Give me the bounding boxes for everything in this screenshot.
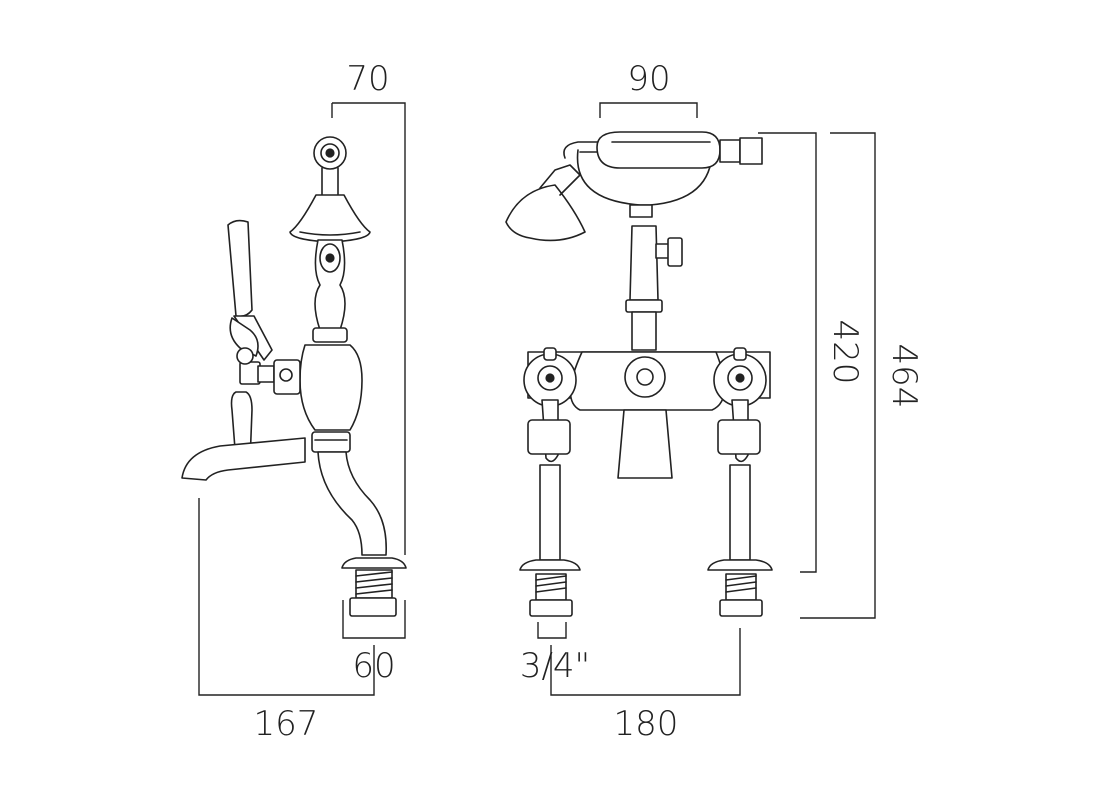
- dim-side-reach: 167: [254, 704, 319, 744]
- front-right-valve: [713, 347, 767, 463]
- side-view: [181, 136, 407, 617]
- dimension-lines: [198, 102, 876, 696]
- side-lever-handle: [227, 219, 273, 361]
- front-threads: [529, 573, 763, 617]
- front-legs: [519, 464, 773, 571]
- side-leg: [317, 451, 407, 569]
- side-diverter: [236, 347, 301, 395]
- front-view: [505, 131, 773, 617]
- dim-side-top: 70: [346, 59, 389, 99]
- front-bridge: [527, 351, 771, 411]
- dim-front-connector: 3/4": [520, 646, 590, 686]
- dim-front-centres: 180: [614, 704, 679, 744]
- dim-height-inner: 420: [825, 320, 865, 385]
- front-handset: [505, 131, 763, 242]
- front-spout: [617, 409, 673, 479]
- side-thread: [349, 569, 397, 617]
- side-handset-cradle: [289, 136, 371, 243]
- side-valve-body: [299, 344, 363, 453]
- dim-side-base: 60: [352, 646, 395, 686]
- front-riser: [625, 204, 683, 351]
- dim-front-handset: 90: [627, 59, 670, 99]
- dimension-labels: 70 60 167 90 3/4" 180 420 464: [254, 59, 924, 744]
- side-riser: [312, 239, 348, 343]
- dim-height-outer: 464: [884, 344, 924, 409]
- front-left-valve: [523, 347, 577, 463]
- side-spout: [181, 437, 306, 481]
